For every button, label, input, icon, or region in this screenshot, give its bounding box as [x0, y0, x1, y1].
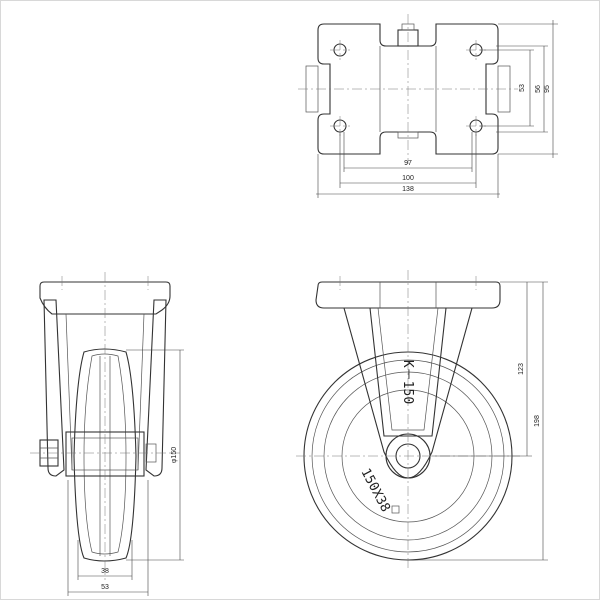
stamp-mark — [391, 505, 400, 514]
model-marking: K－150 — [400, 360, 415, 404]
dim-95: 95 — [544, 85, 551, 93]
front-dimensions: 123 198 — [408, 281, 548, 561]
front-bracket — [343, 307, 473, 479]
dim-100: 100 — [402, 175, 414, 182]
top-horizontal-dimensions: 97 100 138 — [316, 132, 500, 198]
dim-123: 123 — [518, 363, 525, 375]
dim-38: 38 — [101, 568, 109, 575]
side-bracket-left — [43, 299, 65, 477]
dim-53: 53 — [519, 84, 526, 92]
front-top-plate — [315, 281, 501, 309]
side-top-plate — [39, 281, 171, 315]
wheel-size-marking: 150X38 — [357, 466, 392, 515]
side-dimensions: φ150 38 53 — [67, 349, 184, 596]
top-plate-outline — [317, 23, 499, 155]
front-view: K－150 150X38 123 198 — [296, 270, 548, 570]
dim-56: 56 — [535, 85, 542, 93]
dim-97: 97 — [404, 160, 412, 167]
side-view: φ150 38 53 — [30, 272, 184, 596]
dim-198: 198 — [534, 415, 541, 427]
dim-53-side: 53 — [101, 584, 109, 591]
top-vertical-dimensions: 53 56 95 — [480, 20, 558, 158]
side-wheel — [73, 348, 137, 562]
dim-phi150: φ150 — [171, 447, 178, 463]
top-view: 97 100 138 53 56 95 — [298, 14, 558, 198]
side-bracket-right — [145, 299, 167, 477]
dim-138: 138 — [402, 186, 414, 193]
